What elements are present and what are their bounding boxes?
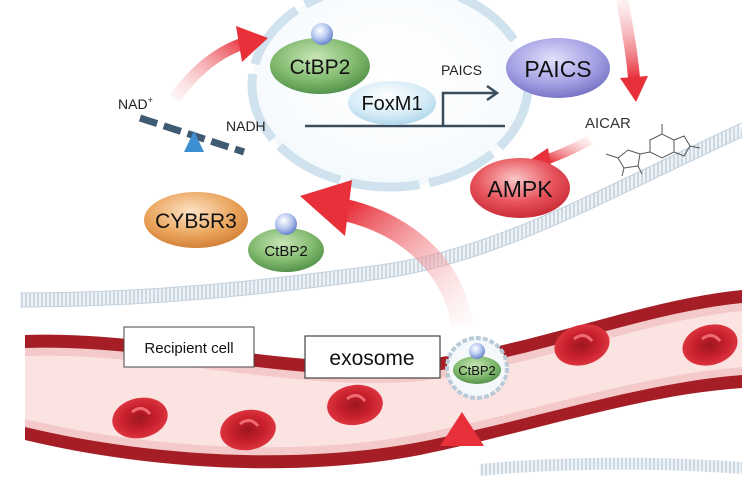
uptake-arrowhead <box>300 180 352 236</box>
exosome-vesicle: CtBP2 <box>445 336 509 400</box>
exosome-cargo-label: CtBP2 <box>458 363 496 378</box>
paics-gene-label: PAICS <box>441 62 482 78</box>
red-blood-cell <box>327 384 383 426</box>
cyb5r3-label: CYB5R3 <box>155 210 237 233</box>
nadh-label: NADH <box>226 118 266 134</box>
ampk-protein: AMPK <box>470 158 570 218</box>
ampk-label: AMPK <box>487 176 553 202</box>
red-blood-cell <box>220 409 276 451</box>
promoter-arrow <box>441 91 495 126</box>
promoter-arrowhead <box>486 84 500 102</box>
exosome-box: exosome <box>304 335 441 379</box>
paics-aicar-arrow <box>616 0 640 79</box>
nad-label: NAD+ <box>118 95 153 112</box>
ctbp2-protein: CtBP2 <box>270 23 370 94</box>
paics-aicar-arrowhead <box>620 76 648 102</box>
nad-arrowhead <box>236 26 268 62</box>
aicar-structure-icon <box>605 124 701 177</box>
nad-bead <box>275 213 297 235</box>
red-blood-cell <box>112 397 168 439</box>
nad-bead <box>469 343 485 359</box>
blood-vessel <box>25 290 742 469</box>
entry-arrowhead <box>440 412 484 446</box>
red-blood-cell <box>682 324 738 366</box>
nad-arrow <box>170 36 250 102</box>
paics-label: PAICS <box>524 56 591 82</box>
plasma-membrane <box>19 123 742 307</box>
red-blood-cell <box>554 324 610 366</box>
aicar-label: AICAR <box>585 115 631 132</box>
exosome-label: exosome <box>329 347 414 370</box>
ctbp2-label: CtBP2 <box>290 56 351 79</box>
lower-membrane <box>479 457 742 476</box>
nad-nadh-seesaw <box>138 114 246 156</box>
recipient-cell-label: Recipient cell <box>144 340 233 357</box>
uptake-arrow <box>342 199 473 327</box>
foxm1-label: FoxM1 <box>361 93 422 115</box>
foxm1-protein: FoxM1 <box>348 81 436 125</box>
ctbp2-bound-label: CtBP2 <box>264 243 307 260</box>
aicar-ampk-arrow <box>543 135 593 165</box>
ctbp2-bound-protein: CtBP2 <box>248 213 324 272</box>
recipient-cell-box: Recipient cell <box>123 326 255 368</box>
cyb5r3-protein: CYB5R3 <box>144 192 248 248</box>
paics-protein: PAICS <box>506 38 610 98</box>
nad-bead <box>311 23 333 45</box>
